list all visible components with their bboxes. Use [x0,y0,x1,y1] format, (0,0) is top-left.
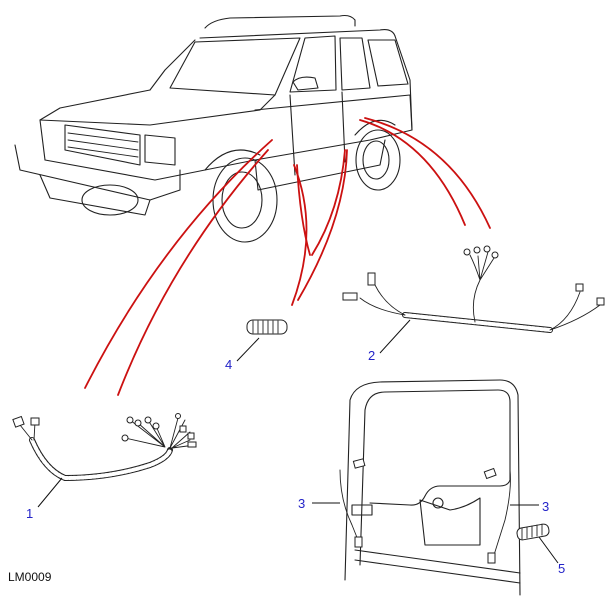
guide-lines [84,117,491,396]
leader-lines [37,319,559,564]
callout-3-right: 3 [542,499,550,514]
figure-reference-code: LM0009 [8,570,52,584]
vehicle-illustration [14,14,413,243]
callout-3-left: 3 [298,496,306,511]
callout-4: 4 [225,357,233,372]
callout-5: 5 [558,561,566,576]
callout-2: 2 [368,348,376,363]
tailgate-illustration [339,379,521,596]
part-2-side-harness [342,245,605,333]
part-4-grommet [246,319,288,335]
callout-1: 1 [26,506,34,521]
part-1-main-harness [12,413,197,482]
part-5-grommet [516,523,550,541]
